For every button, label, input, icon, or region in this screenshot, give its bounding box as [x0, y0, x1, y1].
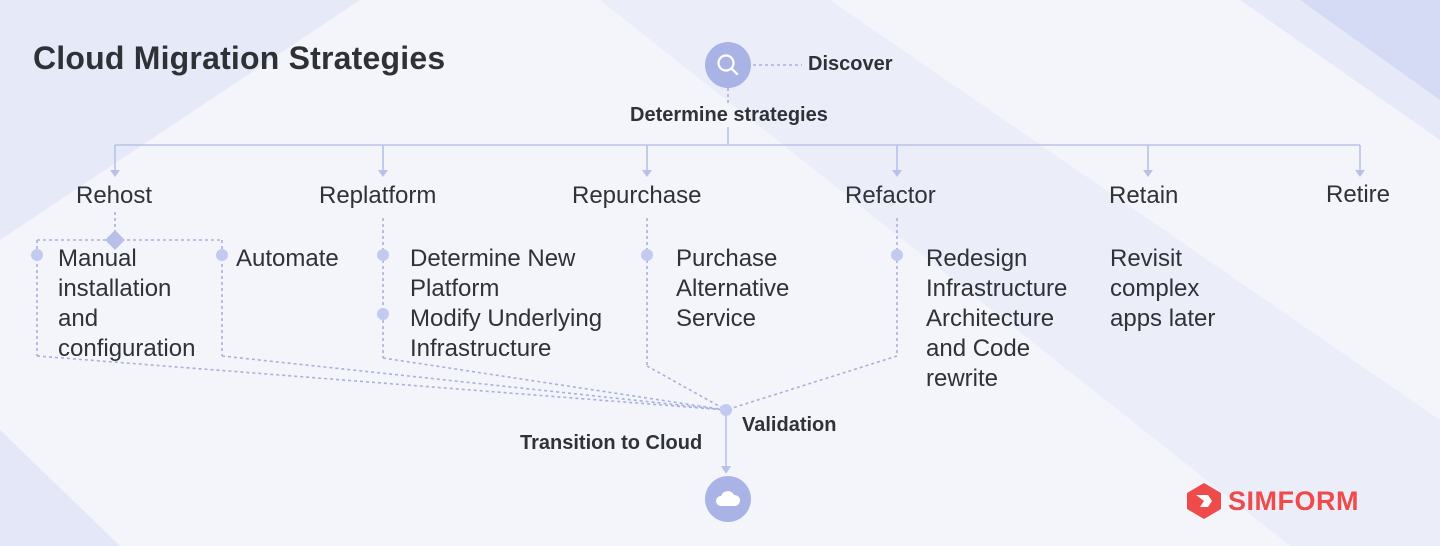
page-title: Cloud Migration Strategies [33, 40, 446, 76]
retain-revisit-item: Revisit complex apps later [1110, 245, 1216, 332]
replatform-determine-item: Determine New Platform [410, 245, 576, 302]
cloud-icon [716, 491, 741, 506]
replatform-modify-item: Modify Underlying Infrastructure [410, 305, 603, 362]
cloud-node [705, 476, 751, 522]
strategy-replatform: Replatform [319, 182, 437, 209]
search-icon [717, 54, 739, 76]
discover-node [705, 42, 751, 88]
strategy-refactor: Refactor [845, 182, 936, 209]
discover-label: Discover [808, 53, 893, 75]
simform-logo-icon [1187, 483, 1221, 519]
strategy-retire: Retire [1326, 181, 1391, 208]
brand-logo: SIMFORM [1186, 482, 1359, 520]
brand-name: SIMFORM [1228, 485, 1359, 516]
validation-label: Validation [742, 414, 837, 436]
determine-strategies-label: Determine strategies [630, 104, 828, 126]
rehost-manual-item: Manual installation and configuration [58, 245, 196, 362]
refactor-redesign-item: Redesign Infrastructure Architecture and… [926, 245, 1068, 392]
repurchase-purchase-item: Purchase Alternative Service [676, 245, 790, 332]
strategy-repurchase: Repurchase [572, 182, 702, 209]
strategy-rehost: Rehost [76, 182, 153, 209]
rehost-automate-item: Automate [236, 245, 339, 272]
strategy-retain: Retain [1109, 182, 1179, 209]
transition-label: Transition to Cloud [520, 432, 703, 454]
